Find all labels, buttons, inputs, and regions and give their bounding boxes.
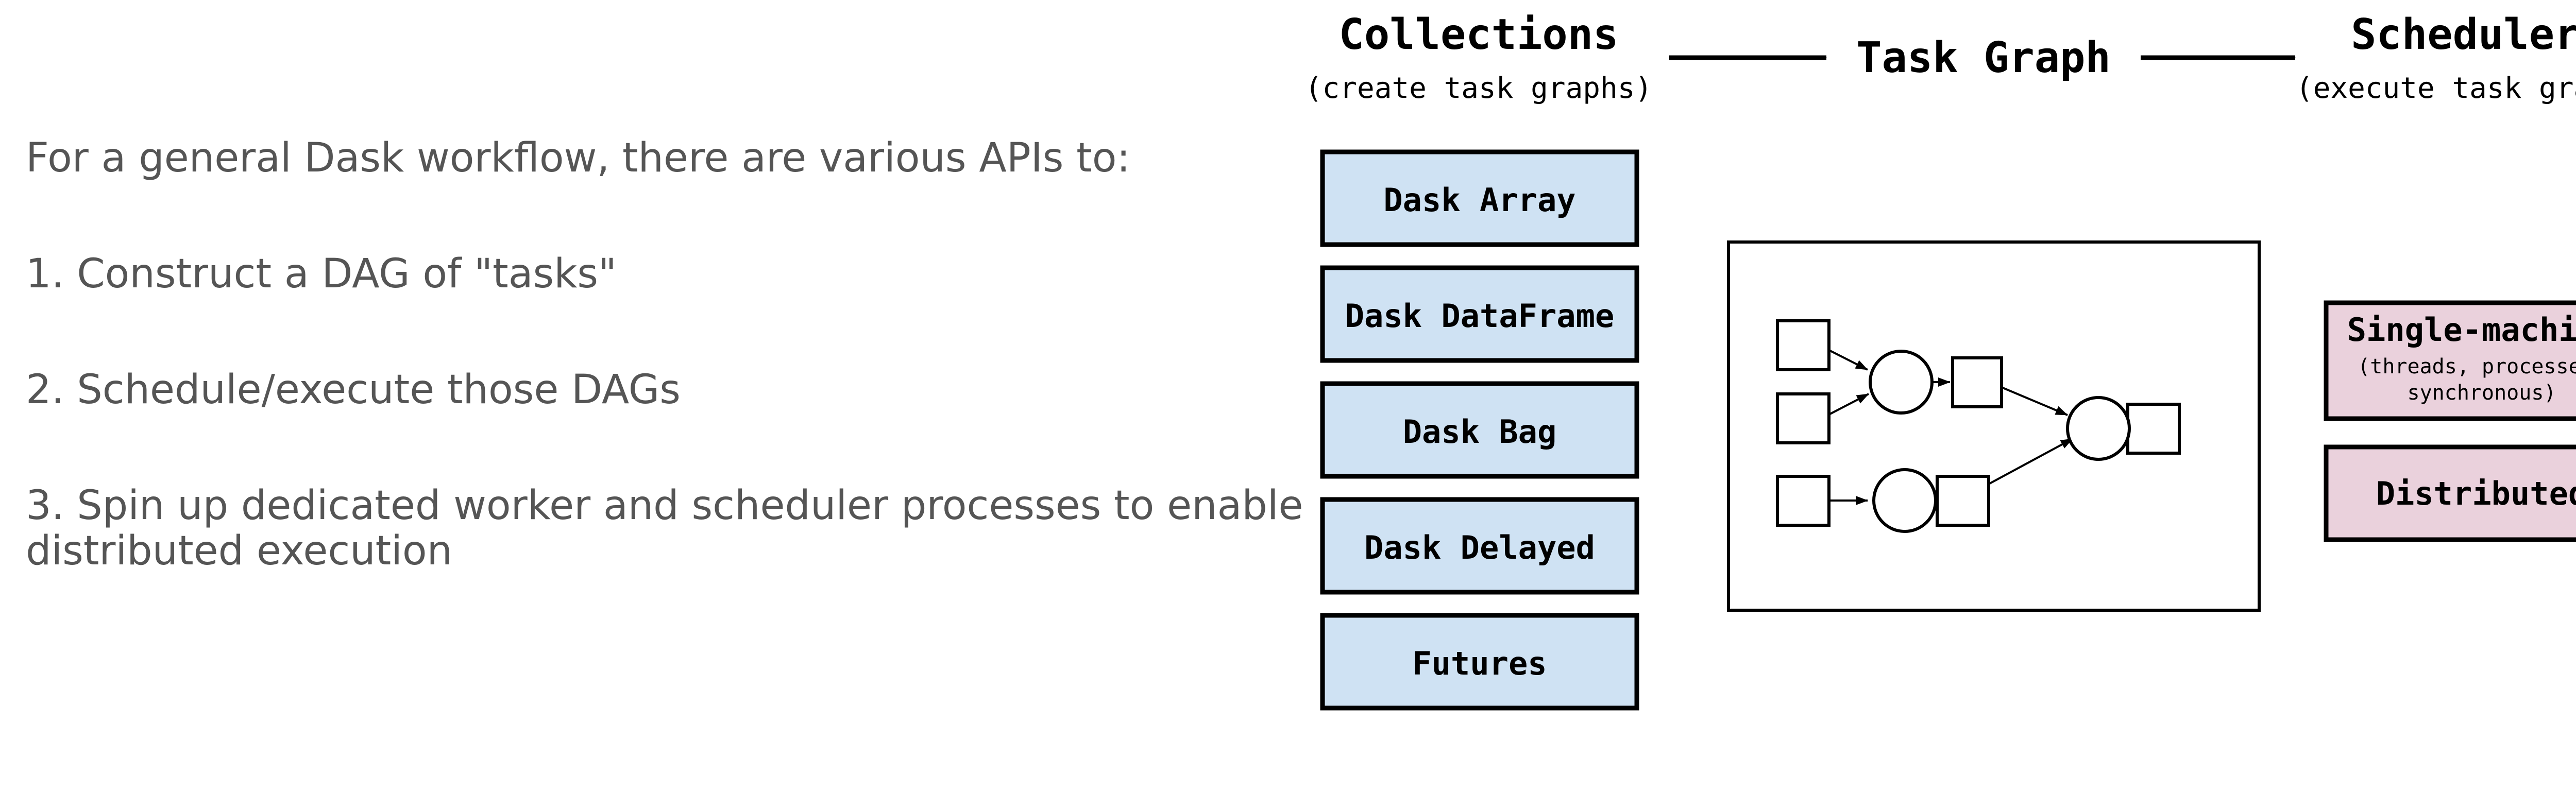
schedulers-subtitle: (execute task graphs)	[2296, 72, 2576, 105]
collection-label-dask-dataframe: Dask DataFrame	[1345, 297, 1615, 335]
collection-box-dask-dataframe	[1320, 265, 1639, 363]
collections-column: Dask Array Dask DataFrame Dask Bag Dask …	[1320, 149, 1639, 711]
graph-data-node	[1936, 475, 1990, 527]
collection-box-dask-array	[1320, 149, 1639, 247]
step-3-continuation-text: distributed execution	[26, 528, 453, 574]
collection-box-futures	[1320, 613, 1639, 711]
collection-box-dask-delayed	[1320, 497, 1639, 595]
graph-data-node	[1776, 392, 1831, 444]
dask-diagram: Collections (create task graphs) Task Gr…	[1305, 10, 2576, 711]
single-machine-title: Single-machine	[2347, 311, 2576, 349]
description-text: For a general Dask workflow, there are v…	[26, 0, 1303, 810]
graph-data-node	[1776, 319, 1831, 371]
step-2-text: 2. Schedule/execute those DAGs	[26, 367, 681, 413]
graph-edge	[1828, 393, 1869, 416]
collection-label-futures: Futures	[1412, 645, 1547, 682]
single-machine-detail-line-2: synchronous)	[2408, 381, 2556, 405]
graph-task-node	[2066, 396, 2131, 461]
collections-title: Collections	[1338, 10, 1618, 59]
schedulers-title: Schedulers	[2351, 10, 2576, 59]
collection-label-dask-bag: Dask Bag	[1403, 413, 1557, 451]
scheduler-box-single-machine	[2324, 300, 2576, 421]
collection-label-dask-delayed: Dask Delayed	[1364, 529, 1595, 566]
collection-label-dask-array: Dask Array	[1383, 181, 1575, 219]
task-graph-title: Task Graph	[1856, 33, 2111, 82]
schedulers-column: Single-machine (threads, processes, sync…	[2324, 300, 2576, 542]
task-graph-panel	[1727, 240, 2261, 612]
graph-edge	[1998, 385, 2068, 416]
single-machine-detail-line-1: (threads, processes,	[2358, 355, 2576, 378]
graph-edge	[1828, 349, 1868, 371]
intro-text: For a general Dask workflow, there are v…	[26, 135, 1130, 181]
distributed-label: Distributed	[2376, 475, 2576, 512]
step-3-text: 3. Spin up dedicated worker and schedule…	[26, 482, 1303, 529]
graph-data-node	[2126, 403, 2181, 455]
step-1-text: 1. Construct a DAG of "tasks"	[26, 251, 617, 297]
graph-data-node	[1776, 475, 1831, 527]
graph-data-node	[1951, 356, 2003, 408]
graph-task-node	[1869, 350, 1934, 415]
collections-subtitle: (create task graphs)	[1305, 72, 1652, 105]
graph-edge	[1988, 438, 2073, 485]
collection-box-dask-bag	[1320, 381, 1639, 479]
graph-task-node	[1872, 468, 1937, 533]
scheduler-box-distributed	[2324, 444, 2576, 542]
